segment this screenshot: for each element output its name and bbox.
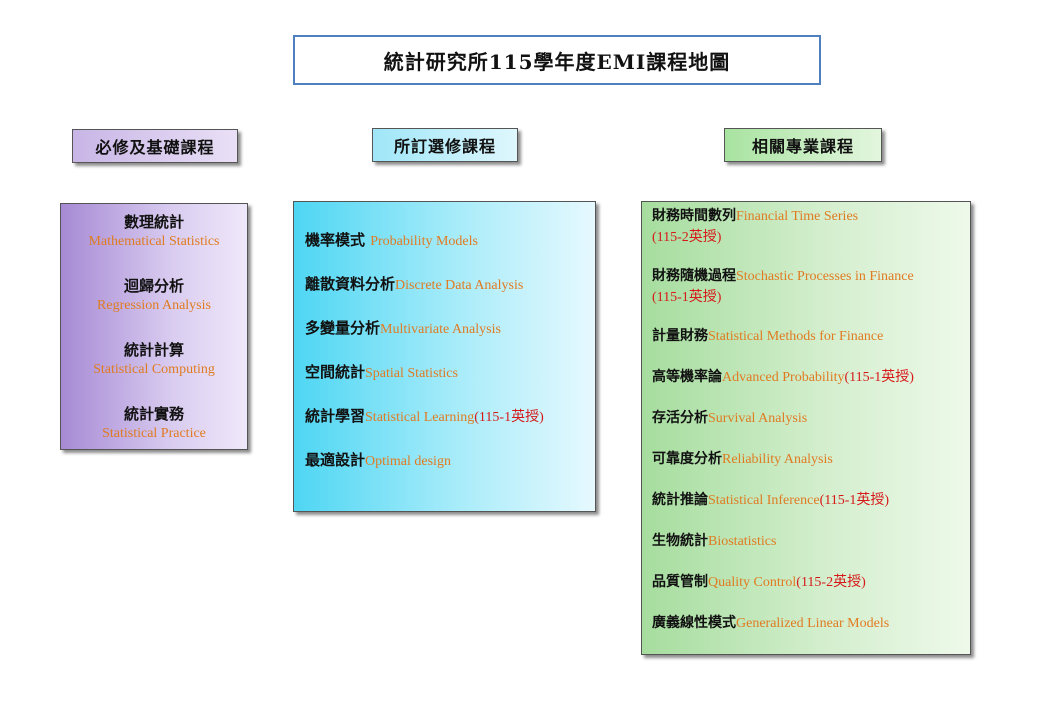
elective-course-item: 多變量分析Multivariate Analysis <box>294 316 595 360</box>
related-courses-panel: 財務時間數列Financial Time Series (115-2英授) 財務… <box>641 201 971 655</box>
course-name-en: Quality Control <box>708 575 797 590</box>
related-course-item: 統計推論Statistical Inference(115-1英授) <box>642 490 970 531</box>
course-name-en: Biostatistics <box>708 534 777 549</box>
course-name-en: Statistical Practice <box>102 426 206 441</box>
category-elective-label: 所訂選修課程 <box>372 128 518 162</box>
course-name-zh: 統計實務 <box>123 405 184 423</box>
course-name-en: Survival Analysis <box>708 411 808 426</box>
course-name-en: Statistical Computing <box>93 362 215 377</box>
course-note: (115-1英授) <box>652 290 722 305</box>
category-related-label: 相關專業課程 <box>724 128 882 162</box>
core-courses-panel: 數理統計 Mathematical Statistics 迴歸分析 Regres… <box>60 203 248 450</box>
course-name-en: Financial Time Series <box>736 209 859 224</box>
course-name-en: Spatial Statistics <box>365 366 458 381</box>
course-name-en: Probability Models <box>370 234 478 249</box>
course-name-en: Multivariate Analysis <box>380 322 501 337</box>
related-course-item: 廣義線性模式Generalized Linear Models <box>642 613 970 654</box>
course-name-zh: 統計計算 <box>123 341 184 359</box>
course-note: (115-1英授) <box>819 493 890 508</box>
page-title: 統計研究所115學年度EMI課程地圖 <box>293 35 821 85</box>
course-name-en: Optimal design <box>365 454 451 469</box>
related-course-item: 計量財務Statistical Methods for Finance <box>642 326 970 367</box>
course-name-zh: 可靠度分析 <box>652 451 722 467</box>
elective-course-item: 統計學習Statistical Learning(115-1英授) <box>294 404 595 448</box>
course-name-zh: 高等機率論 <box>652 369 722 385</box>
core-course-item: 迴歸分析 Regression Analysis <box>61 275 247 339</box>
course-name-en: Discrete Data Analysis <box>395 278 524 293</box>
elective-course-item: 最適設計Optimal design <box>294 448 595 492</box>
course-name-en: Statistical Methods for Finance <box>708 329 884 344</box>
course-name-en: Regression Analysis <box>97 298 211 313</box>
core-course-item: 統計計算 Statistical Computing <box>61 339 247 403</box>
course-name-zh: 財務隨機過程 <box>652 268 736 284</box>
core-course-item: 統計實務 Statistical Practice <box>61 403 247 467</box>
course-name-en: Generalized Linear Models <box>736 616 890 631</box>
course-name-zh: 機率模式 <box>305 231 371 249</box>
elective-course-item: 機率模式 Probability Models <box>294 228 595 272</box>
related-course-item: 高等機率論Advanced Probability(115-1英授) <box>642 367 970 408</box>
course-note: (115-1英授) <box>844 370 914 385</box>
course-name-en: Advanced Probability <box>722 370 845 385</box>
elective-course-item: 空間統計Spatial Statistics <box>294 360 595 404</box>
course-note: (115-2英授) <box>796 575 866 590</box>
course-name-en: Mathematical Statistics <box>88 234 220 249</box>
course-name-zh: 迴歸分析 <box>123 277 184 295</box>
course-name-zh: 空間統計 <box>305 363 366 381</box>
elective-courses-panel: 機率模式 Probability Models 離散資料分析Discrete D… <box>293 201 596 512</box>
course-note: (115-1英授) <box>474 410 544 425</box>
course-name-zh: 品質管制 <box>652 574 708 590</box>
course-name-en: Statistical Learning <box>365 410 475 425</box>
course-name-zh: 生物統計 <box>652 533 708 549</box>
course-name-en: Reliability Analysis <box>722 452 833 467</box>
related-course-item: 可靠度分析Reliability Analysis <box>642 449 970 490</box>
course-name-zh: 存活分析 <box>652 410 708 426</box>
elective-course-item: 離散資料分析Discrete Data Analysis <box>294 272 595 316</box>
related-course-item: 生物統計Biostatistics <box>642 531 970 572</box>
related-course-item: 品質管制Quality Control(115-2英授) <box>642 572 970 613</box>
related-course-item: 存活分析Survival Analysis <box>642 408 970 449</box>
course-name-en: Statistical Inference <box>708 493 820 508</box>
related-course-item: 財務隨機過程Stochastic Processes in Finance (1… <box>642 266 970 326</box>
course-name-zh: 最適設計 <box>305 451 366 469</box>
core-course-item: 數理統計 Mathematical Statistics <box>61 211 247 275</box>
course-name-zh: 廣義線性模式 <box>652 615 736 631</box>
category-core-label: 必修及基礎課程 <box>72 129 238 163</box>
related-course-item: 財務時間數列Financial Time Series (115-2英授) <box>642 206 970 266</box>
course-name-zh: 數理統計 <box>123 213 184 231</box>
course-name-zh: 統計學習 <box>305 407 366 425</box>
course-name-zh: 財務時間數列 <box>652 208 736 224</box>
course-name-zh: 計量財務 <box>652 328 708 344</box>
course-name-zh: 多變量分析 <box>305 319 381 337</box>
course-name-zh: 統計推論 <box>652 492 708 508</box>
course-name-en: Stochastic Processes in Finance <box>736 269 914 284</box>
course-name-zh: 離散資料分析 <box>305 275 396 293</box>
course-note: (115-2英授) <box>652 230 722 245</box>
